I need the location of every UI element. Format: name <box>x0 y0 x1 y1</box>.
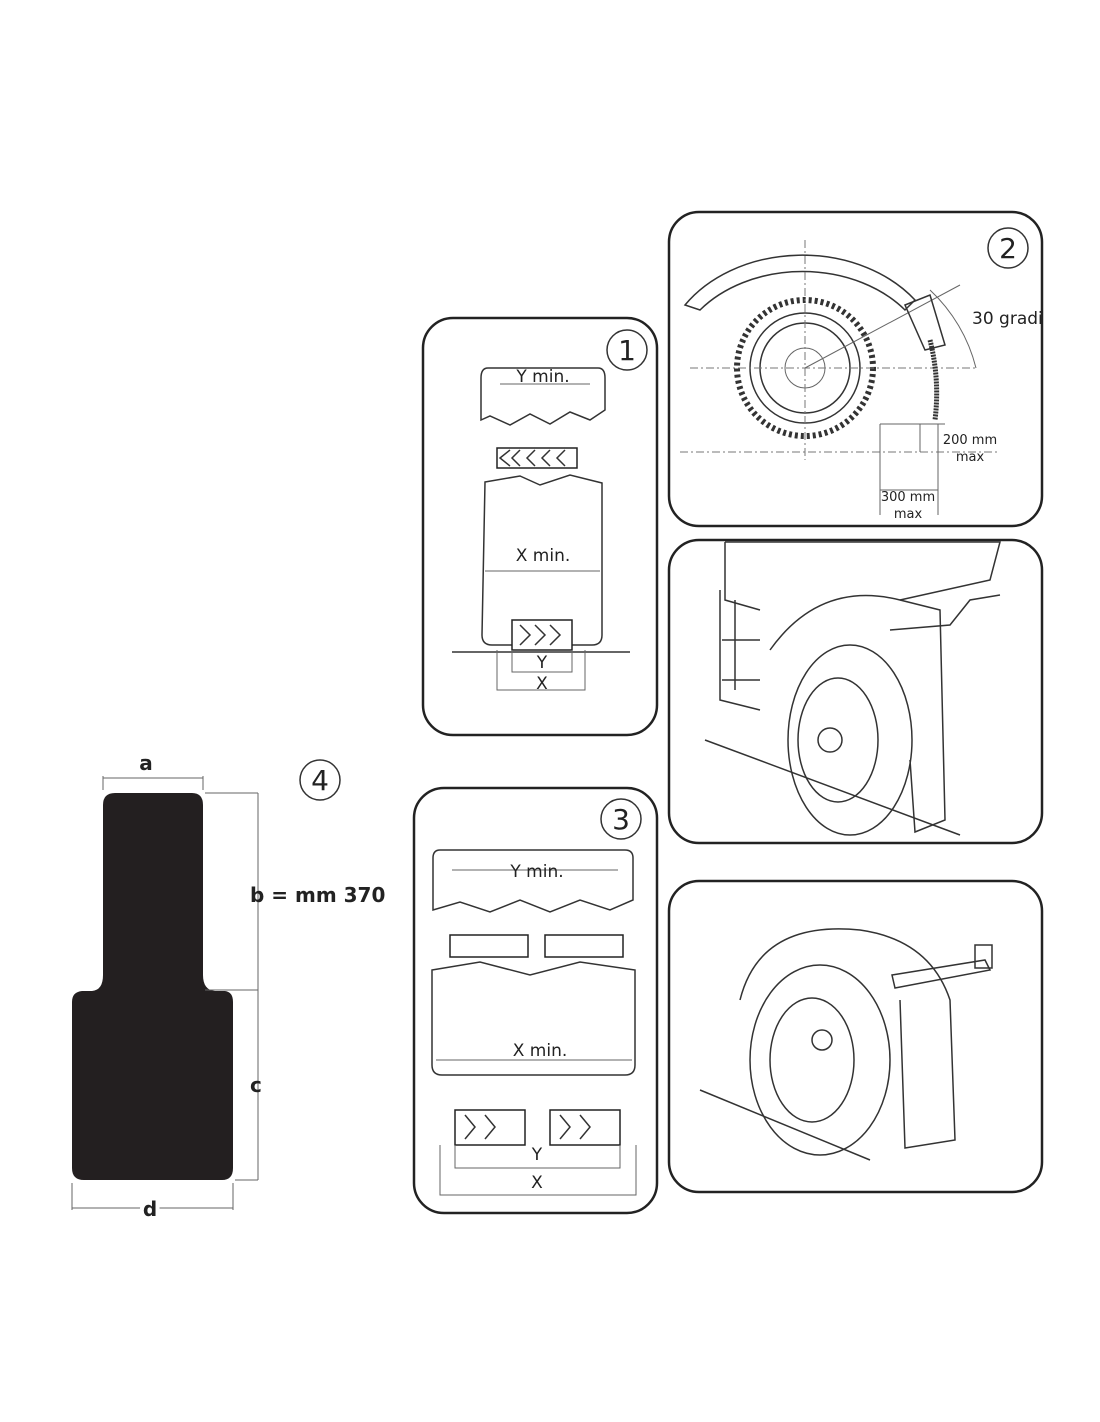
x-label: X <box>531 1173 543 1193</box>
panel-number: 2 <box>999 232 1017 265</box>
panel-number: 3 <box>612 803 630 836</box>
y-min-label: Y min. <box>515 367 569 387</box>
panel-1-single-wheel: 1 Y min. X min. Y X <box>421 316 659 737</box>
y-min-label: Y min. <box>509 862 563 882</box>
mudguard-top <box>432 849 634 913</box>
dim-a-label: a <box>139 751 153 775</box>
mudguard-body <box>481 474 603 646</box>
number-badge-1 <box>606 329 648 371</box>
x-min-label: X min. <box>516 546 571 566</box>
x-label: X <box>536 674 548 694</box>
mudguard-top <box>480 367 606 426</box>
x-min-label: X min. <box>513 1041 568 1061</box>
dim-b-label: b = mm 370 <box>250 883 385 907</box>
tyre-bottom <box>511 619 573 651</box>
dim-300-note: max <box>894 507 923 522</box>
panel-number: 1 <box>618 334 636 367</box>
panel-number: 4 <box>311 764 329 797</box>
panel-3-twin-wheel: 3 Y min. X min. Y X <box>412 786 659 1215</box>
panel-wheel-mudflap-illustration <box>667 879 1044 1194</box>
dim-c-label: c <box>250 1073 262 1097</box>
panel-4-mudflap-dimensions: 4 a b = mm 370 c d <box>71 751 385 1225</box>
dim-300-label: 300 mm <box>881 490 935 505</box>
mudflap-shape <box>72 793 233 1180</box>
mudguard-arc <box>683 254 917 312</box>
dim-200-label: 200 mm <box>943 433 997 448</box>
y-label: Y <box>531 1145 543 1165</box>
y-label: Y <box>536 653 548 673</box>
dim-200-note: max <box>956 450 985 465</box>
dim-d-label: d <box>143 1197 157 1221</box>
panel-truck-mudflap-illustration <box>667 538 1044 845</box>
mudguard-body <box>431 961 636 1076</box>
panel-2-wheel-side-view: 2 30 gradi 200 mm max 300 mm max <box>667 210 1044 528</box>
angle-label: 30 gradi <box>972 309 1043 329</box>
